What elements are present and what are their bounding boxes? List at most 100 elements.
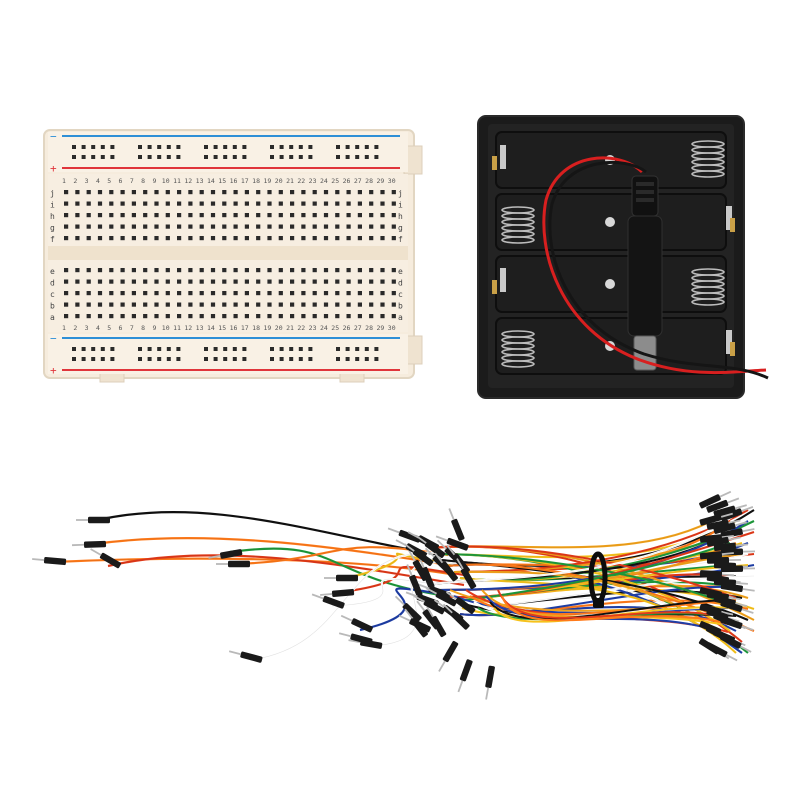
column-number: 16 xyxy=(230,324,238,332)
column-number: 19 xyxy=(263,324,271,332)
terminal-hole xyxy=(188,236,193,241)
rail-hole xyxy=(232,347,237,351)
terminal-hole xyxy=(109,213,114,218)
terminal-hole xyxy=(131,268,136,273)
terminal-hole xyxy=(188,224,193,229)
terminal-hole xyxy=(290,268,295,273)
terminal-hole xyxy=(244,213,249,218)
terminal-hole xyxy=(75,268,80,273)
terminal-hole xyxy=(267,268,272,273)
rail-hole xyxy=(81,347,86,351)
terminal-hole xyxy=(278,314,283,319)
terminal-hole xyxy=(131,224,136,229)
rail-hole xyxy=(91,347,96,351)
terminal-hole xyxy=(301,224,306,229)
column-number: 1 xyxy=(62,324,66,332)
terminal-hole xyxy=(335,279,340,284)
rail-hole xyxy=(308,347,313,351)
male-connector xyxy=(448,508,465,541)
male-connector xyxy=(394,595,422,622)
center-channel xyxy=(48,246,408,260)
terminal-hole xyxy=(380,302,385,307)
terminal-hole xyxy=(278,213,283,218)
terminal-hole xyxy=(380,190,385,195)
terminal-hole xyxy=(210,302,216,307)
terminal-hole xyxy=(290,302,295,307)
terminal-hole xyxy=(199,190,204,195)
male-connector xyxy=(324,574,358,582)
terminal-hole xyxy=(199,279,204,284)
jumper-wire xyxy=(229,547,441,597)
terminal-hole xyxy=(165,291,170,296)
terminal-hole xyxy=(256,224,261,229)
rail-hole xyxy=(157,145,162,149)
terminal-hole xyxy=(278,236,283,241)
terminal-hole xyxy=(301,201,306,206)
terminal-hole xyxy=(154,268,159,273)
rail-hole xyxy=(176,347,181,351)
terminal-hole xyxy=(75,302,80,307)
terminal-hole xyxy=(233,279,238,284)
plug-body xyxy=(627,215,663,337)
terminal-hole xyxy=(86,268,91,273)
terminal-hole xyxy=(380,291,385,296)
terminal-hole xyxy=(165,279,170,284)
male-connector xyxy=(425,587,457,607)
column-number: 12 xyxy=(184,177,192,185)
male-connector xyxy=(720,633,752,653)
terminal-hole xyxy=(391,201,396,206)
terminal-hole xyxy=(346,224,351,229)
rail-hole xyxy=(110,155,115,159)
column-number: 29 xyxy=(376,177,384,185)
terminal-hole xyxy=(369,314,374,319)
row-letter: h xyxy=(50,212,55,221)
rail-hole xyxy=(308,155,313,159)
terminal-hole xyxy=(244,190,249,195)
rail-hole xyxy=(279,347,284,351)
terminal-holes-top xyxy=(64,190,396,241)
male-connector xyxy=(406,564,423,597)
terminal-hole xyxy=(64,291,69,296)
terminal-hole xyxy=(335,224,340,229)
terminal-hole xyxy=(244,314,249,319)
terminal-hole xyxy=(120,302,125,307)
terminal-hole xyxy=(188,190,193,195)
terminal-hole xyxy=(188,268,193,273)
terminal-hole xyxy=(278,201,283,206)
terminal-hole xyxy=(109,291,114,296)
rail-hole xyxy=(100,357,105,361)
male-connector xyxy=(438,640,459,672)
rail-hole xyxy=(298,145,303,149)
terminal-hole xyxy=(199,224,204,229)
terminal-hole xyxy=(380,224,385,229)
terminal-hole xyxy=(86,291,91,296)
terminal-hole xyxy=(233,302,238,307)
rail-hole xyxy=(242,145,247,149)
terminal-hole xyxy=(177,314,182,319)
row-letter: c xyxy=(398,290,403,299)
male-connector xyxy=(413,595,445,615)
terminal-hole xyxy=(357,213,362,218)
rail-hole xyxy=(345,155,350,159)
terminal-hole xyxy=(256,302,261,307)
terminal-hole xyxy=(256,213,261,218)
rail-hole xyxy=(166,347,171,351)
wire-edge xyxy=(331,578,441,607)
column-number: 4 xyxy=(96,177,100,185)
terminal-hole xyxy=(86,302,91,307)
row-letter: j xyxy=(50,189,55,198)
column-number: 30 xyxy=(388,324,396,332)
male-connector xyxy=(340,614,373,633)
terminal-hole xyxy=(109,279,114,284)
terminal-hole xyxy=(222,224,227,229)
terminal-hole xyxy=(120,314,125,319)
jumper-connectors xyxy=(32,490,756,700)
rail-hole xyxy=(157,155,162,159)
terminal-hole xyxy=(120,236,125,241)
male-connector xyxy=(713,521,748,534)
column-number: 28 xyxy=(365,177,373,185)
terminal-hole xyxy=(312,224,317,229)
flat-contact xyxy=(726,206,732,230)
male-connector xyxy=(320,588,355,597)
